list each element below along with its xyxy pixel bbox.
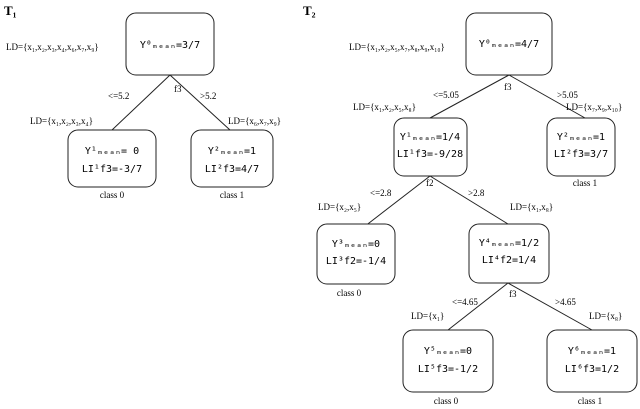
tree1-left-ymean: Y¹ₘₑₐₙ= 0 xyxy=(85,146,139,157)
tree2-root-ymean: Y⁰ₘₑₐₙ=4/7 xyxy=(479,39,539,50)
tree1-right-li: LI²f3=4/7 xyxy=(205,164,259,175)
tree2-n4-node xyxy=(468,223,550,284)
tree2-n2-ymean: Y²ₘₑₐₙ=1 xyxy=(557,132,605,143)
tree1-left-node xyxy=(67,129,157,188)
tree2-n1-split: f2 xyxy=(426,178,434,188)
tree2-n4-li: LI⁴f2=1/4 xyxy=(482,255,536,266)
tree2-n5-class: class 0 xyxy=(434,396,459,406)
tree1-left-ld: LD={x₁,x₂,x₃,x₄} xyxy=(30,116,93,126)
tree2-edge-n1-right xyxy=(429,175,509,225)
tree2-n2-ld: LD={x₇,x₉,x₁₀} xyxy=(566,102,622,112)
tree2-n6-class: class 1 xyxy=(578,396,602,406)
tree2-n5-node xyxy=(402,329,494,393)
tree2-n3-node xyxy=(316,223,396,285)
tree2-n6-li: LI⁶f3=1/2 xyxy=(565,364,619,375)
tree1-root-ymean: Y⁰ₘₑₐₙ=3/7 xyxy=(140,40,200,51)
tree2-n5-ld: LD={x₁} xyxy=(411,311,444,321)
tree2-root-split: f3 xyxy=(504,82,512,92)
tree2-edge-n1-left xyxy=(359,175,431,231)
tree2-n5-ymean: Y⁵ₘₑₐₙ=0 xyxy=(424,346,472,357)
tree2-edge-n4-left xyxy=(447,282,509,331)
tree1-right-class: class 1 xyxy=(220,190,244,200)
tree2-n3-class: class 0 xyxy=(337,288,362,298)
tree2-edge-n4-left-label: <=4.65 xyxy=(452,297,478,307)
tree2-root-ld: LD={x₁,x₂,x₅,x₇,x₈,x₉,x₁₀} xyxy=(349,42,445,52)
tree2-edge-n4-right xyxy=(507,282,593,331)
tree2-n1-li: LI¹f3=-9/28 xyxy=(397,149,463,160)
tree2-n4-split: f3 xyxy=(509,289,517,299)
tree2-edge-root-left-label: <=5.05 xyxy=(433,90,459,100)
tree1-edge-left-label: <=5.2 xyxy=(108,91,129,101)
tree2-n2-node xyxy=(546,117,616,177)
tree2-n6-node xyxy=(546,329,638,393)
tree2-n3-ld: LD={x₂,x₅} xyxy=(318,202,361,212)
tree1-title: T₁ xyxy=(4,3,17,18)
tree1-root-ld: LD={x₁,x₂,x₃,x₄,x₆,x₇,x₉} xyxy=(6,42,99,52)
tree1-left-li: LI¹f3=-3/7 xyxy=(82,164,142,175)
tree2-n6-ld: LD={x₈} xyxy=(589,311,622,321)
tree2-edge-n1-right-label: >2.8 xyxy=(468,188,485,198)
tree1-edge-right-label: >5.2 xyxy=(200,91,216,101)
tree2-n1-ld: LD={x₁,x₂,x₅,x₈} xyxy=(353,102,416,112)
tree2-n5-li: LI⁵f3=-1/2 xyxy=(418,364,478,375)
tree2-n2-class: class 1 xyxy=(573,178,597,188)
tree2-n1-ymean: Y¹ₘₑₐₙ=1/4 xyxy=(400,132,460,143)
tree2-edge-root-right-label: >5.05 xyxy=(557,90,578,100)
tree1-edge-left xyxy=(111,74,171,131)
tree1-right-ld: LD={x₆,x₇,x₉} xyxy=(228,116,281,126)
tree2-n2-li: LI²f3=3/7 xyxy=(554,149,608,160)
tree2-edge-n1-left-label: <=2.8 xyxy=(370,188,392,198)
tree2-edge-root-left xyxy=(429,74,510,119)
tree2-n1-node xyxy=(393,117,468,177)
tree2-edge-root-right xyxy=(508,74,586,119)
tree2-title: T₂ xyxy=(303,3,316,18)
tree1-root-split: f3 xyxy=(174,84,182,94)
tree2-edge-n4-right-label: >4.65 xyxy=(555,297,576,307)
tree1-left-class: class 0 xyxy=(100,190,125,200)
tree1-root-node xyxy=(125,12,215,76)
tree1-edge-right xyxy=(169,74,231,131)
tree1-right-ymean: Y²ₘₑₐₙ=1 xyxy=(208,146,256,157)
tree2-n4-ld: LD={x₁,x₈} xyxy=(510,202,553,212)
tree2-n3-li: LI³f2=-1/4 xyxy=(326,256,386,267)
tree2-n3-ymean: Y³ₘₑₐₙ=0 xyxy=(332,239,380,250)
tree2-n4-ymean: Y⁴ₘₑₐₙ=1/2 xyxy=(479,238,539,249)
tree2-n6-ymean: Y⁶ₘₑₐₙ=1 xyxy=(568,346,616,357)
tree1-right-node xyxy=(190,129,274,188)
tree2-root-node xyxy=(465,12,553,76)
